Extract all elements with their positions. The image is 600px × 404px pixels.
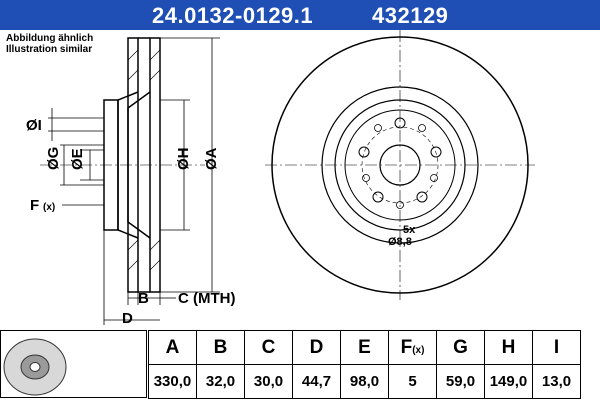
header-G: G xyxy=(436,330,485,365)
header-E: E xyxy=(340,330,389,365)
technical-drawing: ØI ØG ØE ØH ØA F (x) B C (MTH) D xyxy=(26,30,535,327)
label-G: ØG xyxy=(45,147,62,170)
label-F-sub: (x) xyxy=(43,202,55,213)
title-bar: 24.0132-0129.1 432129 xyxy=(0,0,600,30)
spec-header-row: A B C D E F(x) G H I xyxy=(148,330,581,365)
reference-number: 432129 xyxy=(372,3,449,28)
value-C: 30,0 xyxy=(244,364,293,399)
note-line-2: Illustration similar xyxy=(6,44,93,55)
part-number: 24.0132-0129.1 xyxy=(152,3,314,28)
header-I: I xyxy=(532,330,581,365)
label-hole-dia: Ø8,8 xyxy=(388,236,412,248)
header-H: H xyxy=(484,330,533,365)
value-I: 13,0 xyxy=(532,364,581,399)
value-D: 44,7 xyxy=(292,364,341,399)
value-G: 59,0 xyxy=(436,364,485,399)
header-D: D xyxy=(292,330,341,365)
header-B: B xyxy=(196,330,245,365)
label-I: ØI xyxy=(26,117,42,134)
value-H: 149,0 xyxy=(484,364,533,399)
disc-section-view xyxy=(40,37,205,293)
header-C: C xyxy=(244,330,293,365)
bolt-holes xyxy=(358,117,442,203)
spec-value-row: 330,0 32,0 30,0 44,7 98,0 5 59,0 149,0 1… xyxy=(148,364,581,399)
header-F: F(x) xyxy=(388,330,437,365)
disc-front-view xyxy=(265,30,535,300)
value-F: 5 xyxy=(388,364,437,399)
value-E: 98,0 xyxy=(340,364,389,399)
label-D: D xyxy=(122,310,133,327)
dimension-labels: ØI ØG ØE ØH ØA F (x) B C (MTH) D xyxy=(26,117,235,327)
value-B: 32,0 xyxy=(196,364,245,399)
label-C: C (MTH) xyxy=(178,290,235,307)
note-line-1: Abbildung ähnlich xyxy=(6,33,94,44)
small-holes xyxy=(362,124,438,209)
dimension-lines xyxy=(48,37,220,325)
spec-table: A B C D E F(x) G H I 330,0 32,0 30,0 44,… xyxy=(148,330,581,399)
header-A: A xyxy=(148,330,197,365)
label-E: ØE xyxy=(69,148,86,170)
vent-hatching xyxy=(127,49,161,271)
label-B: B xyxy=(138,290,149,307)
disc-thumbnail xyxy=(0,330,147,398)
value-A: 330,0 xyxy=(148,364,197,399)
label-F: F xyxy=(30,197,39,214)
label-holes: 5x xyxy=(403,224,416,236)
disc-photo-icon xyxy=(3,338,67,396)
label-H: ØH xyxy=(175,148,192,171)
label-A: ØA xyxy=(203,147,220,170)
